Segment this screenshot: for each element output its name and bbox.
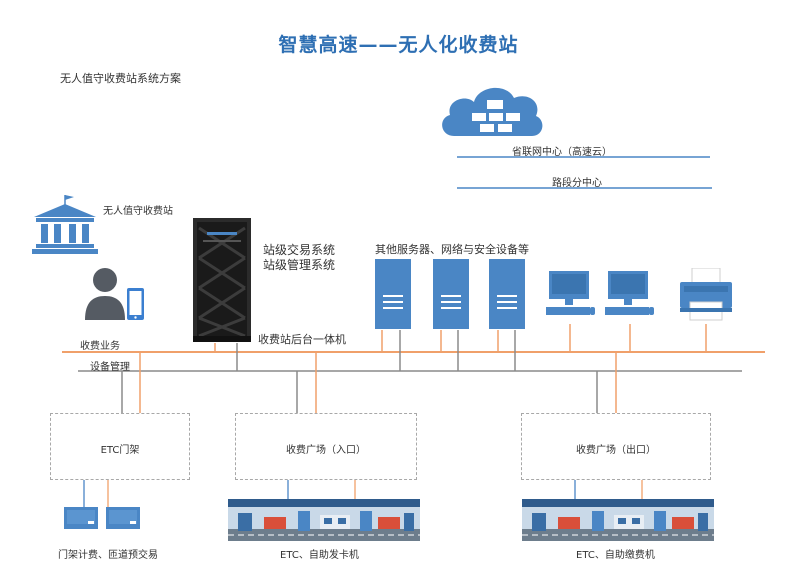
- rack-label: 收费站后台一体机: [258, 333, 346, 346]
- equipment-label: 其他服务器、网络与安全设备等: [375, 243, 529, 256]
- entry-plaza-caption: ETC、自助发卡机: [280, 550, 359, 561]
- printer-icon: [680, 268, 732, 324]
- server-tower-icon: [489, 259, 525, 329]
- cloud-server-icon: [436, 80, 546, 140]
- toll-plaza-entry-illustration: [228, 499, 420, 541]
- diagram-title: 智慧高速——无人化收费站: [278, 34, 519, 56]
- diagram-subtitle: 无人值守收费站系统方案: [60, 72, 181, 85]
- desktop-computer-icon: [546, 271, 596, 319]
- exit-plaza-caption: ETC、自助缴费机: [576, 550, 655, 561]
- gantry-device-icon: [64, 507, 98, 531]
- zone-label: 收费广场（入口）: [286, 445, 366, 456]
- bank-building-icon: [30, 193, 100, 255]
- zone-exit-plaza: 收费广场（出口）: [521, 413, 711, 480]
- rack-system-line-2: 站级管理系统: [263, 258, 336, 272]
- gantry-caption: 门架计费、匝道预交易: [58, 550, 158, 561]
- zone-label: ETC门架: [100, 445, 140, 456]
- server-tower-icon: [375, 259, 411, 329]
- zone-etc-gantry: ETC门架: [50, 413, 190, 480]
- toll-plaza-exit-illustration: [522, 499, 714, 541]
- server-rack-icon: [193, 218, 251, 342]
- desktop-computer-icon: [605, 271, 655, 319]
- section-center-label: 路段分中心: [552, 178, 602, 189]
- gantry-device-icon: [106, 507, 140, 531]
- management-bus-label: 设备管理: [90, 362, 130, 373]
- business-bus-label: 收费业务: [80, 341, 120, 352]
- zone-entry-plaza: 收费广场（入口）: [235, 413, 417, 480]
- server-tower-icon: [433, 259, 469, 329]
- station-label: 无人值守收费站: [103, 206, 173, 217]
- provincial-center-label: 省联网中心（高速云）: [512, 147, 612, 158]
- user-phone-icon: [83, 266, 148, 324]
- zone-label: 收费广场（出口）: [576, 445, 656, 456]
- rack-system-line-1: 站级交易系统: [263, 243, 336, 257]
